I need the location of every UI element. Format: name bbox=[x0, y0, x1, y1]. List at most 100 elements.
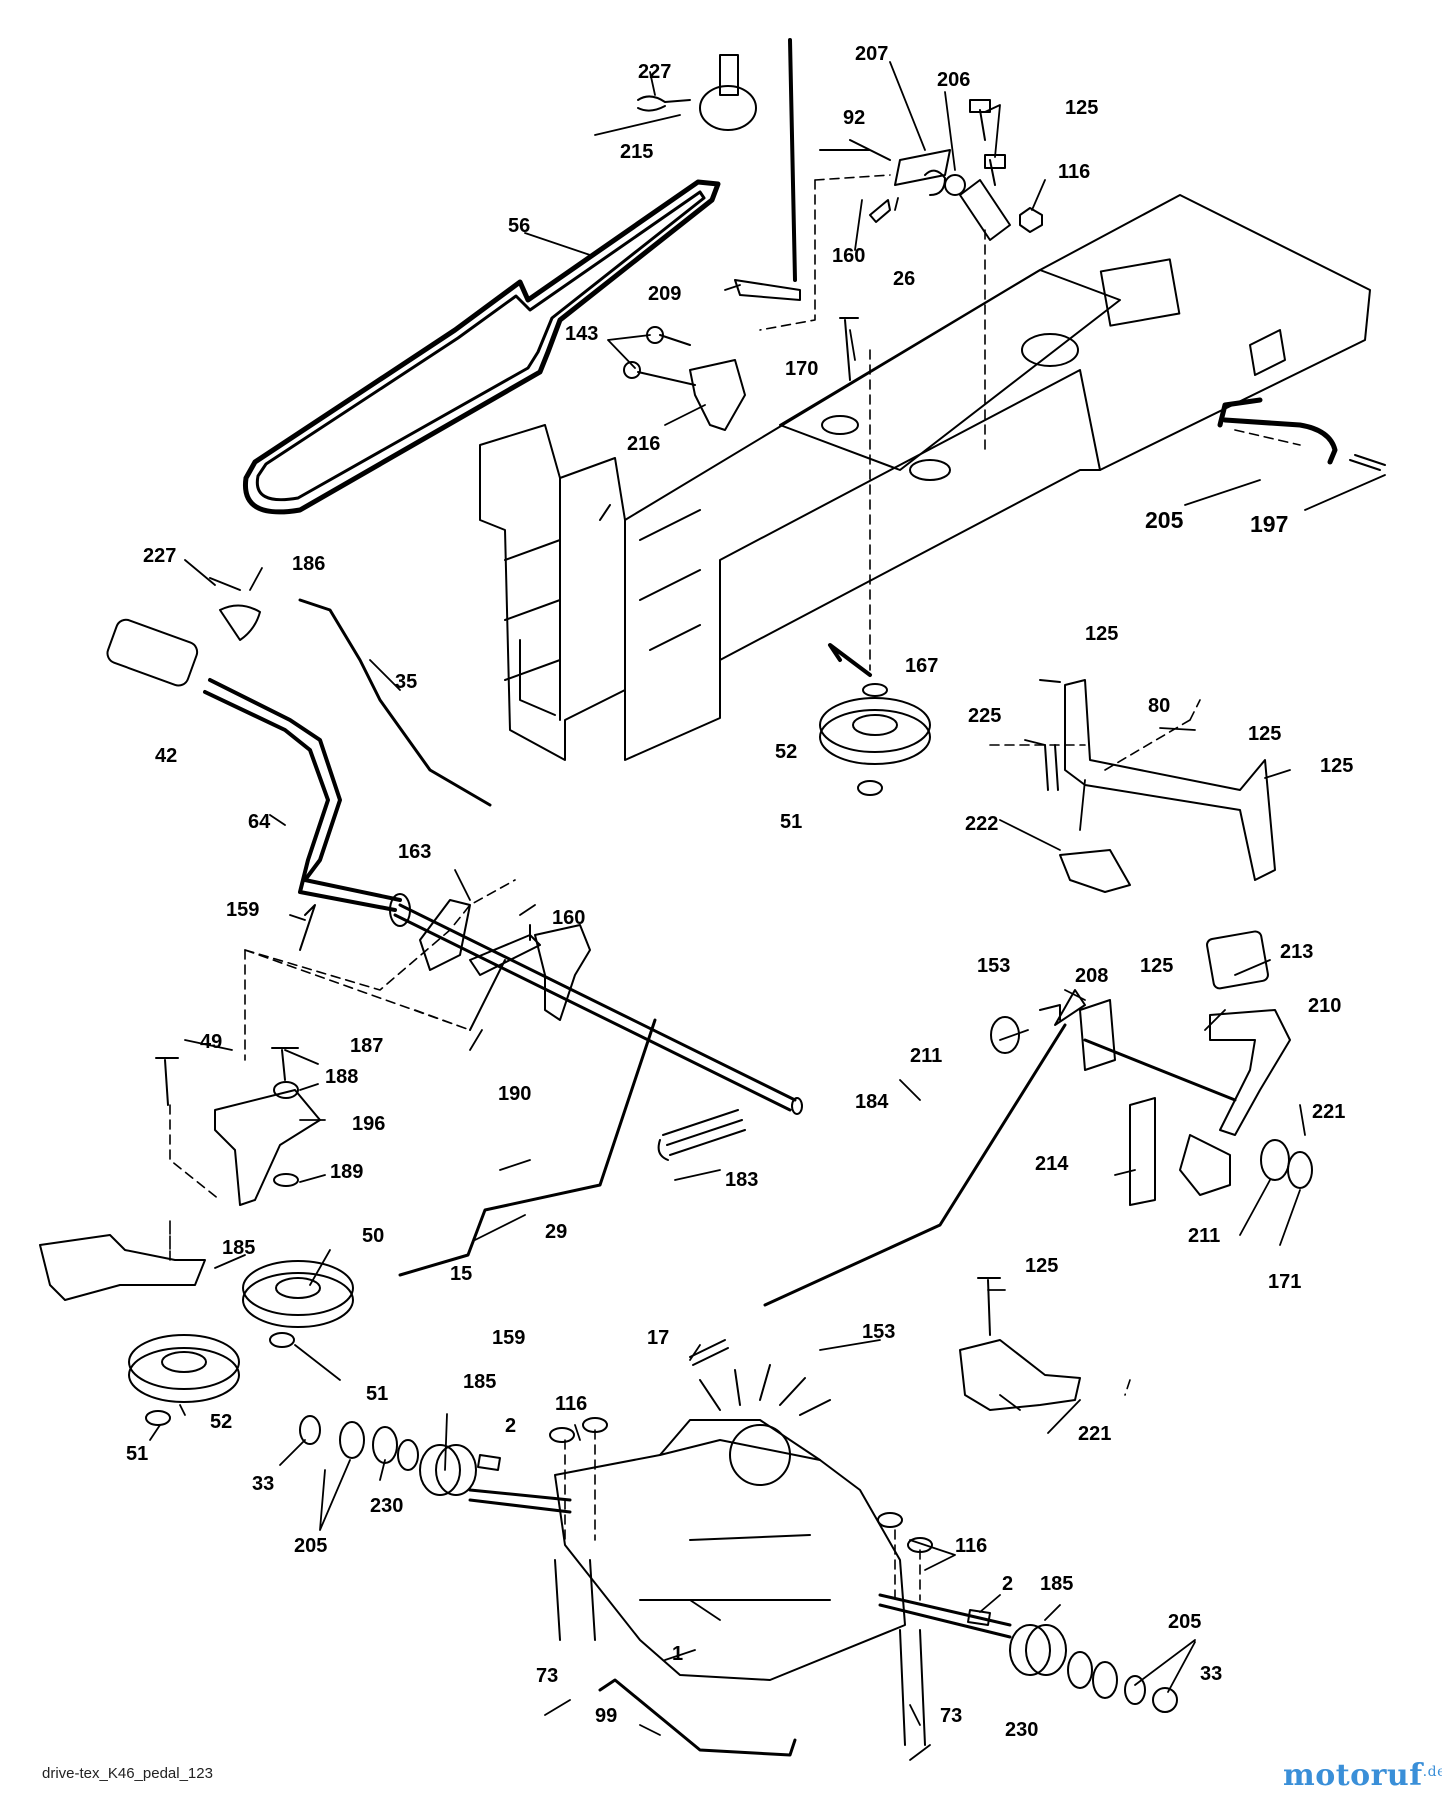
lift-lever-part bbox=[106, 577, 492, 912]
callout-92: 92 bbox=[843, 107, 865, 129]
callout-167: 163 bbox=[398, 841, 431, 863]
callout-125-lower: 125 bbox=[1025, 1255, 1058, 1277]
callout-80: 80 bbox=[1148, 695, 1170, 717]
callout-170: 167 bbox=[905, 655, 938, 677]
lift-knob-part bbox=[637, 54, 757, 131]
callout-221-left: 227 bbox=[143, 545, 176, 567]
callout-52-top: 52 bbox=[775, 741, 797, 763]
chassis-frame-part bbox=[479, 194, 1371, 761]
callout-56: 56 bbox=[508, 215, 530, 237]
callout-205-left: 205 bbox=[294, 1535, 327, 1557]
callout-187: 189 bbox=[330, 1161, 363, 1183]
callout-125-b3: 125 bbox=[1320, 755, 1353, 777]
callout-51-lower: 51 bbox=[126, 1443, 148, 1465]
brake-shaft-part bbox=[299, 893, 803, 1277]
callout-183-left: 185 bbox=[463, 1371, 496, 1393]
callout-227: 225 bbox=[968, 705, 1001, 727]
callout-210: 210 bbox=[1308, 995, 1341, 1017]
callout-209: 209 bbox=[648, 283, 681, 305]
callout-163: 184 bbox=[855, 1091, 889, 1113]
callout-29: 29 bbox=[545, 1221, 567, 1243]
bracket-225-part bbox=[959, 1277, 1081, 1411]
callout-208: 208 bbox=[1075, 965, 1108, 987]
pulley-50 bbox=[242, 1260, 354, 1348]
diagram-code-label: drive-tex_K46_pedal_123 bbox=[42, 1765, 213, 1782]
brake-rod-99-part bbox=[598, 1678, 797, 1757]
callout-73-right: 73 bbox=[940, 1705, 962, 1727]
callout-188: 190 bbox=[498, 1083, 531, 1105]
callout-185: 187 bbox=[350, 1035, 383, 1057]
callout-213: 215 bbox=[620, 141, 653, 163]
callout-49: 49 bbox=[200, 1031, 222, 1053]
callout-159-top: 159 bbox=[226, 899, 259, 921]
callout-51-top: 51 bbox=[780, 811, 802, 833]
pedal-assembly-part bbox=[763, 930, 1313, 1307]
callout-205-right: 205 bbox=[1168, 1611, 1201, 1633]
transaxle-part bbox=[468, 1364, 1012, 1746]
brand-tld: .de bbox=[1422, 1764, 1442, 1780]
callout-116-mid: 116 bbox=[555, 1393, 587, 1415]
idler-bracket-part bbox=[39, 1047, 321, 1301]
bracket-216-part bbox=[623, 326, 746, 431]
callout-161: 183 bbox=[725, 1169, 758, 1191]
callout-50: 50 bbox=[362, 1225, 384, 1247]
callout-2-left: 2 bbox=[505, 1415, 516, 1437]
pulley-52-lower bbox=[128, 1334, 240, 1426]
brand-logo[interactable]: motoruf.de bbox=[1283, 1758, 1442, 1793]
left-axle-hardware bbox=[299, 1415, 933, 1553]
callout-1: 1 bbox=[672, 1643, 683, 1665]
callout-230-right: 230 bbox=[1005, 1719, 1038, 1741]
callout-42: 42 bbox=[155, 745, 177, 767]
callout-143: 143 bbox=[565, 323, 598, 345]
callout-125-top: 125 bbox=[1065, 97, 1098, 119]
callout-33-right: 33 bbox=[1200, 1663, 1222, 1685]
leader-lines bbox=[149, 61, 1386, 1761]
callout-numbers: 227 215 207 206 125 92 116 56 160 26 209… bbox=[126, 43, 1353, 1741]
callout-160-top: 160 bbox=[832, 245, 865, 267]
callout-215: 214 bbox=[1035, 1153, 1069, 1175]
callout-125-b1: 125 bbox=[1085, 623, 1118, 645]
callout-35: 35 bbox=[395, 671, 417, 693]
callout-51-mid: 51 bbox=[366, 1383, 388, 1405]
callout-166: 171 bbox=[1268, 1271, 1301, 1293]
callout-116-right: 116 bbox=[955, 1535, 987, 1557]
callout-222: 221 bbox=[1312, 1101, 1345, 1123]
callout-26: 26 bbox=[893, 268, 915, 290]
callout-125-mid: 125 bbox=[1140, 955, 1173, 977]
callout-216: 216 bbox=[627, 433, 660, 455]
callout-125-b2: 125 bbox=[1248, 723, 1281, 745]
callout-211-left: 211 bbox=[910, 1045, 942, 1067]
callout-226: 222 bbox=[965, 813, 998, 835]
bracket-80-part bbox=[1039, 679, 1276, 893]
callout-17: 17 bbox=[647, 1327, 669, 1349]
callout-214: 213 bbox=[1280, 941, 1313, 963]
callout-64: 64 bbox=[248, 811, 271, 833]
callout-159-lower: 159 bbox=[492, 1327, 525, 1349]
right-axle-hardware bbox=[967, 1609, 1178, 1713]
callout-211-right: 211 bbox=[1188, 1225, 1220, 1247]
callout-230-left: 230 bbox=[370, 1495, 403, 1517]
callout-33-left: 33 bbox=[252, 1473, 274, 1495]
callout-99: 99 bbox=[595, 1705, 617, 1727]
callout-189: 196 bbox=[352, 1113, 385, 1135]
spring-17-part bbox=[689, 1339, 729, 1366]
callout-196: 197 bbox=[1250, 511, 1288, 537]
callout-206: 206 bbox=[937, 69, 970, 91]
assembly-lines bbox=[169, 174, 1301, 1601]
callout-183-right: 185 bbox=[1040, 1573, 1073, 1595]
callout-225: 221 bbox=[1078, 1423, 1111, 1445]
shift-linkage-part bbox=[734, 38, 1043, 381]
callout-15: 15 bbox=[450, 1263, 472, 1285]
callout-184: 186 bbox=[292, 553, 325, 575]
callout-153-top: 153 bbox=[977, 955, 1010, 977]
callout-160-mid: 160 bbox=[552, 907, 585, 929]
callout-116-top: 116 bbox=[1058, 161, 1090, 183]
tow-hitch-part bbox=[1217, 397, 1386, 471]
callout-171: 170 bbox=[785, 358, 818, 380]
callout-153-lower: 153 bbox=[862, 1321, 895, 1343]
spring-161-part bbox=[657, 1109, 746, 1161]
brand-name: motoruf bbox=[1283, 1758, 1423, 1793]
callout-2-right: 2 bbox=[1002, 1573, 1013, 1595]
pulley-52-upper bbox=[819, 643, 931, 796]
